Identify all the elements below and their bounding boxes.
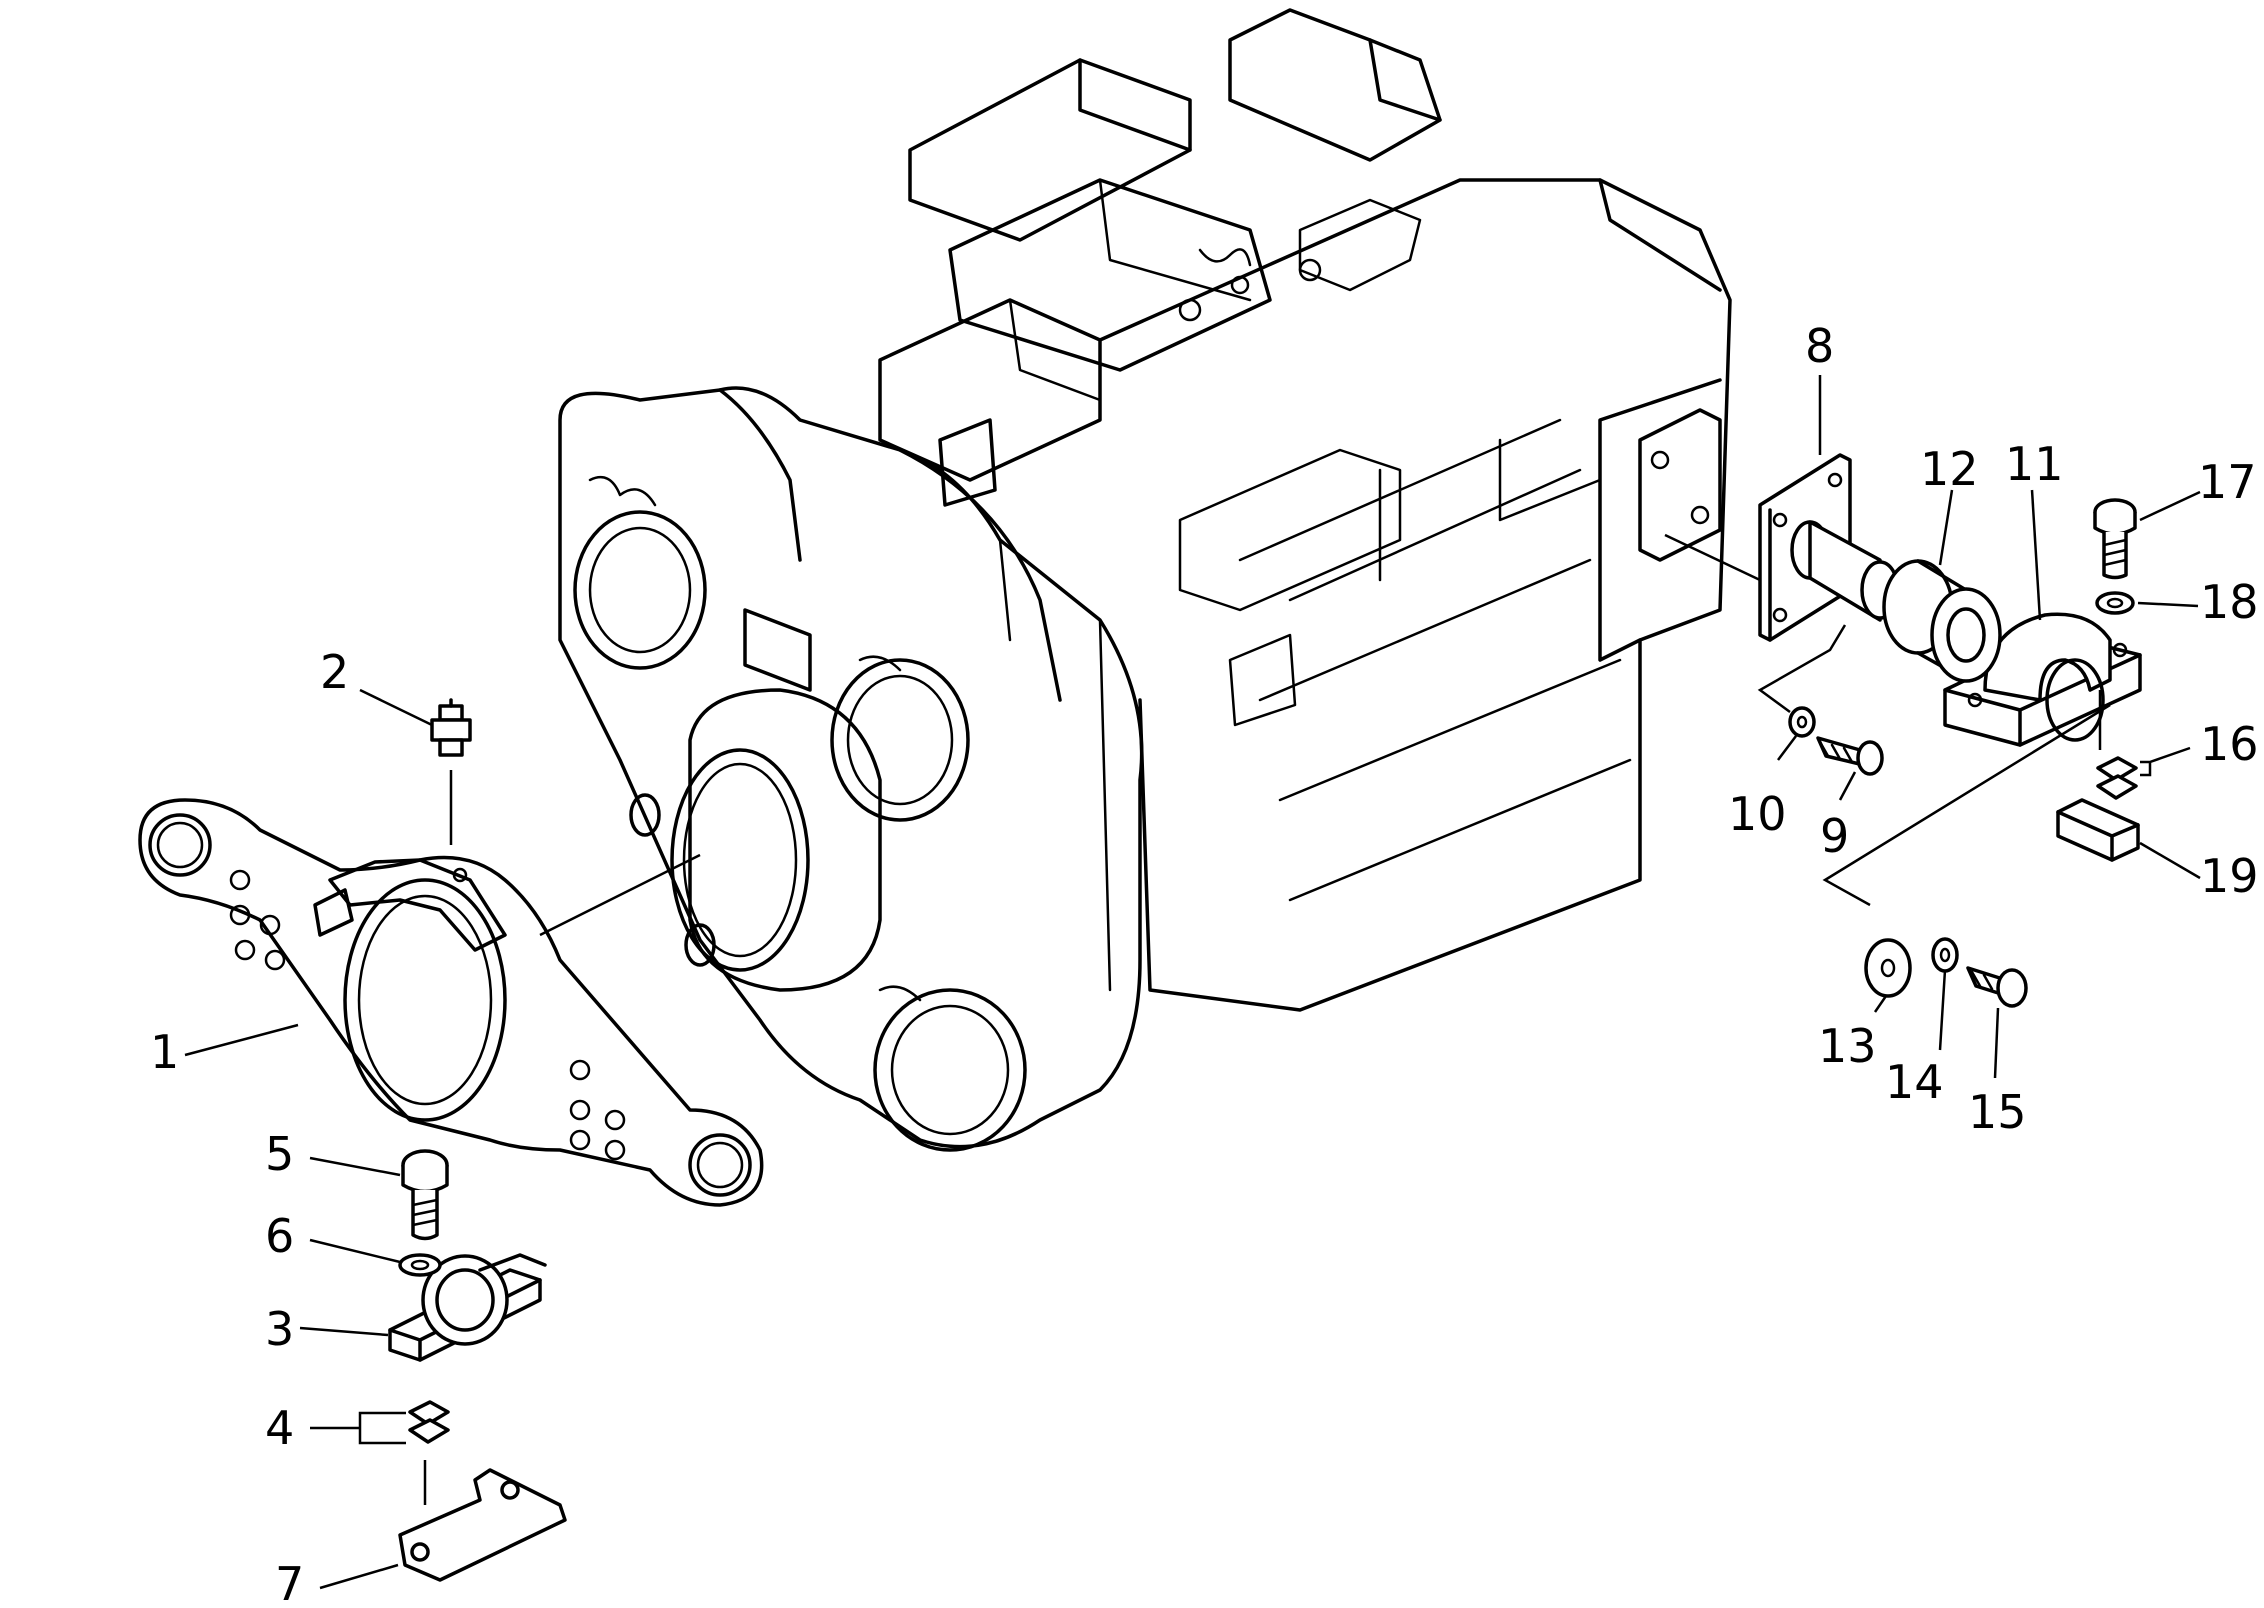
- transmission-housing: [558, 8, 1732, 1152]
- callout-12: 12: [1920, 442, 1979, 496]
- part-4-lock-plate: [408, 1400, 450, 1444]
- part-17-bolt: [2093, 498, 2137, 580]
- part-5-bolt: [401, 1149, 449, 1241]
- callout-3: 3: [265, 1302, 294, 1356]
- part-9-bolt: [1816, 736, 1884, 776]
- callout-10: 10: [1728, 787, 1787, 841]
- part-11-bearing-cap: [1943, 612, 2142, 747]
- callout-4: 4: [265, 1401, 294, 1455]
- part-3-rubber-mount: [388, 1253, 547, 1362]
- callout-11: 11: [2005, 437, 2064, 491]
- part-6-washer: [398, 1253, 442, 1277]
- callout-6: 6: [265, 1209, 294, 1263]
- part-8-flanged-shaft: [1758, 453, 1900, 642]
- part-16-lock-plate: [2096, 756, 2138, 800]
- callout-16: 16: [2200, 717, 2259, 771]
- callout-5: 5: [265, 1127, 294, 1181]
- callout-7: 7: [275, 1557, 304, 1608]
- callout-14: 14: [1885, 1055, 1944, 1109]
- callout-1: 1: [150, 1025, 179, 1079]
- part-18-washer: [2095, 591, 2135, 615]
- callout-9: 9: [1820, 809, 1849, 863]
- part-1-mount-bracket: [138, 798, 764, 1207]
- callout-8: 8: [1805, 319, 1834, 373]
- callout-17: 17: [2198, 455, 2257, 509]
- callouts: 1 2 3 4 5 6 7 8 9 10 11 12 13 14 15 16 1…: [150, 319, 2259, 1608]
- callout-leaders: [184, 375, 2201, 1590]
- part-15-bolt: [1966, 966, 2028, 1008]
- part-10-washer: [1788, 706, 1816, 738]
- callout-19: 19: [2200, 849, 2259, 903]
- callout-18: 18: [2200, 575, 2259, 629]
- callout-13: 13: [1818, 1019, 1877, 1073]
- assembly-lines: [423, 533, 2111, 1505]
- callout-15: 15: [1968, 1085, 2027, 1139]
- part-12-bushing: [1882, 559, 2002, 683]
- part-2-grease-fitting: [430, 698, 472, 757]
- part-19-block: [2056, 798, 2140, 862]
- part-14-washer: [1931, 937, 1959, 973]
- part-13-washer: [1864, 938, 1912, 998]
- callout-2: 2: [320, 645, 349, 699]
- part-7-bracket-plate: [398, 1468, 567, 1582]
